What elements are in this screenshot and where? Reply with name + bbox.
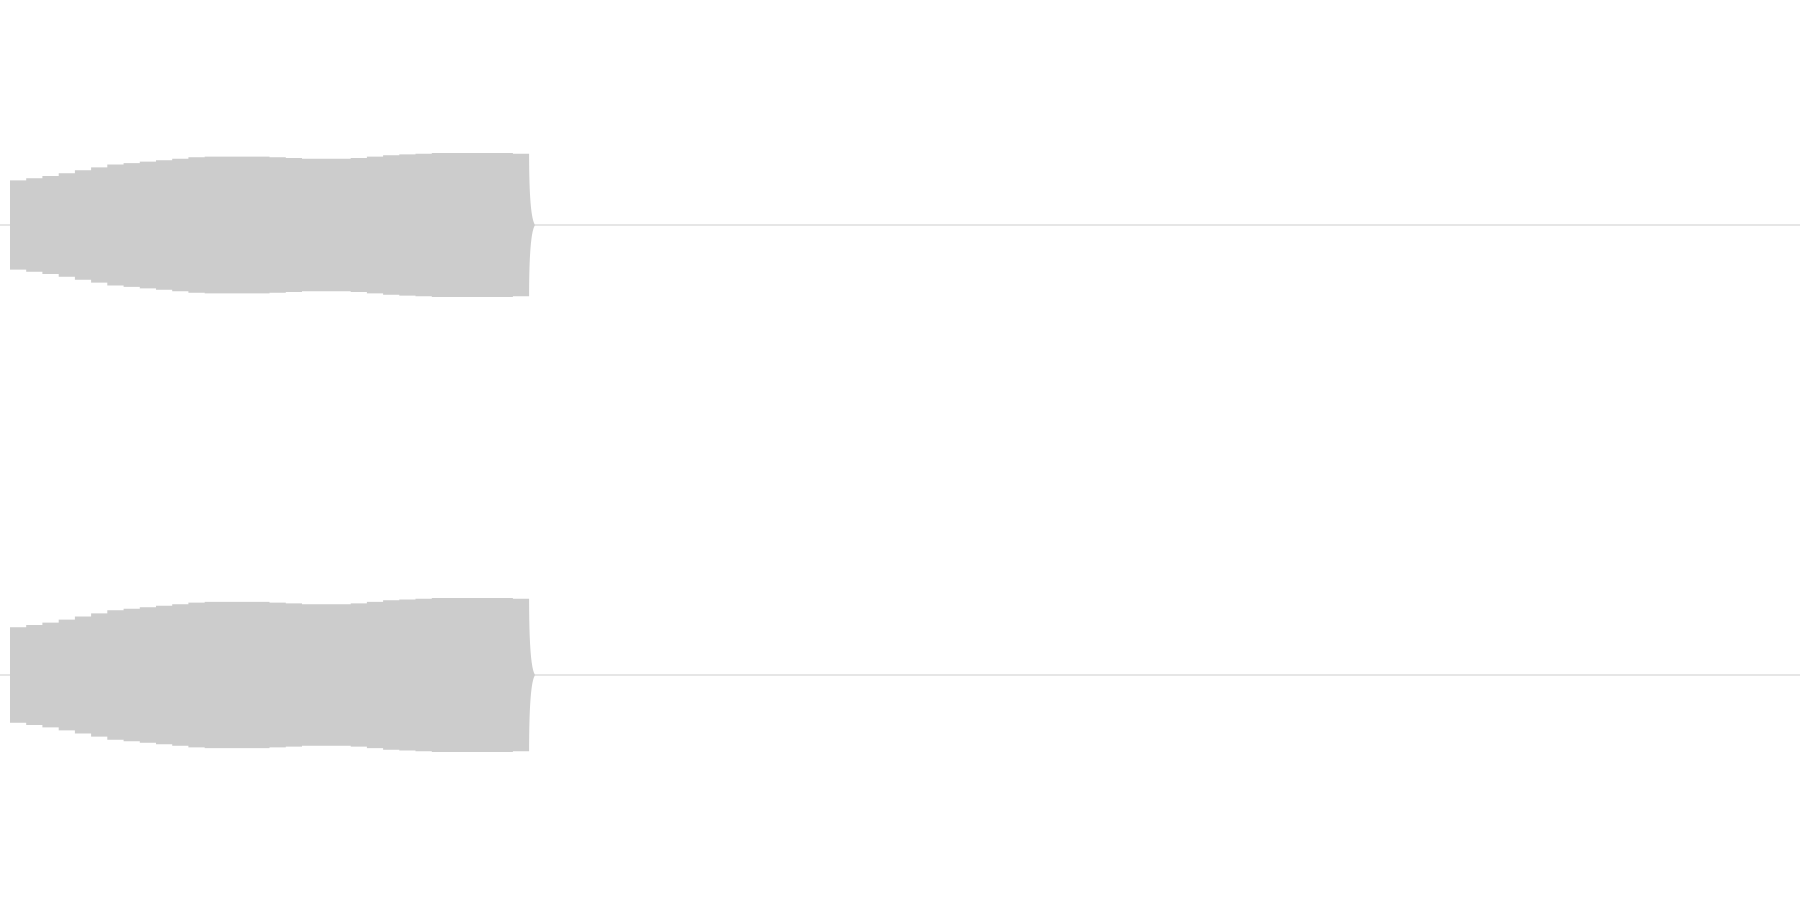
channel-1-track[interactable] [0, 153, 1800, 297]
channel-1-waveform [10, 153, 536, 297]
channel-2-waveform [10, 598, 536, 752]
channel-2-track[interactable] [0, 598, 1800, 752]
